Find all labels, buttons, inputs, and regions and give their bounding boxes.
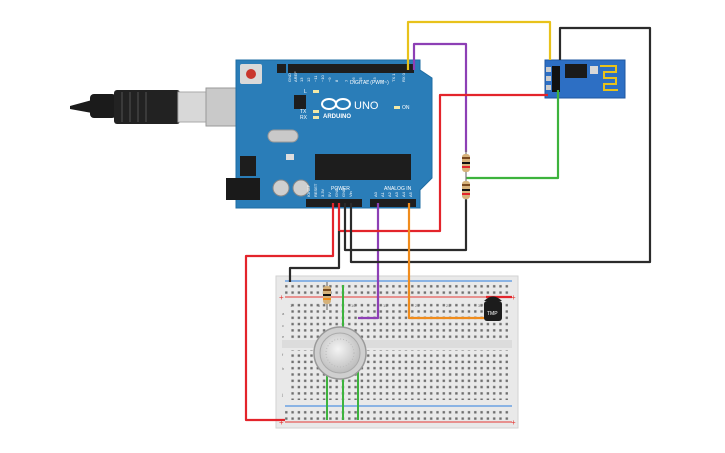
model-label: UNO: [354, 100, 379, 112]
column-number: 20: [415, 303, 420, 308]
digital-pin-label: 2: [379, 79, 384, 82]
column-number: 5: [318, 303, 321, 308]
power-pin-label: 3.3V: [320, 188, 325, 197]
tx-label: TX: [300, 109, 307, 115]
row-letter: a: [282, 311, 285, 316]
temperature-sensor[interactable]: TMP: [484, 296, 502, 322]
usb-cable: [70, 87, 243, 127]
digital-pin-label: RX 0: [401, 72, 406, 82]
aref-label: AREF: [293, 71, 298, 82]
digital-pin-label: ~6: [351, 77, 356, 82]
column-number: 30: [478, 303, 483, 308]
analog-pin-label: A1: [380, 191, 385, 197]
column-number: 15: [383, 303, 388, 308]
digital-pin-label: 4: [365, 79, 370, 82]
purple-wire[interactable]: [412, 42, 468, 152]
analog-pin-label: A0: [373, 191, 378, 197]
power-jack: [226, 178, 260, 200]
digital-pin-label: TX 1: [391, 73, 396, 82]
power-pin-label: GND: [334, 188, 339, 197]
brand-label: ARDUINO: [323, 114, 351, 120]
plus-sign: +: [511, 418, 516, 427]
power-pin-label: RESET: [313, 183, 318, 197]
on-label: ON: [402, 105, 410, 111]
power-pin-label: Vin: [348, 191, 353, 197]
power-pin-label: GND: [341, 188, 346, 197]
digital-pin-label: 8: [334, 79, 339, 82]
column-number: 10: [351, 303, 356, 308]
rx-label: RX: [300, 115, 308, 121]
gas-sensor[interactable]: [313, 326, 367, 380]
green-wire[interactable]: [466, 90, 560, 180]
arduino-logo-icon: [321, 98, 351, 110]
column-number: 1: [290, 303, 293, 308]
black-wire[interactable]: [349, 26, 652, 264]
row-letter: c: [282, 323, 284, 328]
row-letter: h: [282, 366, 284, 371]
digital-pin-label: ~11: [313, 75, 318, 82]
resistor[interactable]: [323, 282, 331, 310]
plus-sign: +: [511, 293, 516, 302]
digital-pin-label: 12: [306, 77, 311, 82]
l-led-label: L: [304, 89, 307, 95]
row-letter: f: [282, 352, 284, 357]
digital-pin-label: ~5: [358, 77, 363, 82]
digital-label: DIGITAL (PWM~): [350, 80, 389, 86]
resistor[interactable]: [462, 178, 470, 200]
purple-wire[interactable]: [358, 203, 380, 320]
red-wire[interactable]: [244, 203, 335, 422]
breadboard[interactable]: + + + + 1 5 10 15 20 25 30 a c e f h j: [275, 275, 519, 429]
row-letter: e: [282, 334, 285, 339]
black-wire[interactable]: [288, 231, 341, 282]
digital-pin-label: 7: [344, 79, 349, 82]
analog-label: ANALOG IN: [384, 186, 412, 192]
orange-wire[interactable]: [407, 203, 486, 320]
plus-sign: +: [279, 418, 284, 427]
power-pin-label: 5V: [327, 192, 332, 197]
atmega-chip: [315, 154, 411, 180]
yellow-wire[interactable]: [406, 20, 552, 70]
column-number: 25: [446, 303, 451, 308]
digital-header: [288, 64, 414, 73]
digital-pin-label: ~9: [327, 77, 332, 82]
analog-pin-label: A2: [387, 191, 392, 197]
analog-pin-label: A5: [408, 191, 413, 197]
resistor[interactable]: [462, 150, 470, 178]
digital-pin-label: ~10: [320, 74, 325, 82]
tmp-label: TMP: [487, 311, 498, 317]
gnd-label: GND: [287, 73, 292, 82]
arduino-uno-board[interactable]: ARDUINO UNO DIGITAL (PWM~) ON L TX RX PO…: [226, 59, 433, 209]
red-wire[interactable]: [438, 93, 548, 105]
plus-sign: +: [279, 293, 284, 302]
row-letter: j: [281, 392, 283, 397]
analog-header: [370, 199, 416, 207]
black-wire[interactable]: [343, 198, 468, 252]
red-wire[interactable]: [337, 105, 442, 233]
analog-pin-label: A3: [394, 191, 399, 197]
power-label: POWER: [331, 186, 350, 192]
wires: [244, 20, 652, 422]
power-pin-label: IOREF: [306, 184, 311, 197]
analog-pin-label: A4: [401, 191, 406, 197]
digital-pin-label: ~3: [372, 77, 377, 82]
digital-pin-label: 13: [299, 77, 304, 82]
